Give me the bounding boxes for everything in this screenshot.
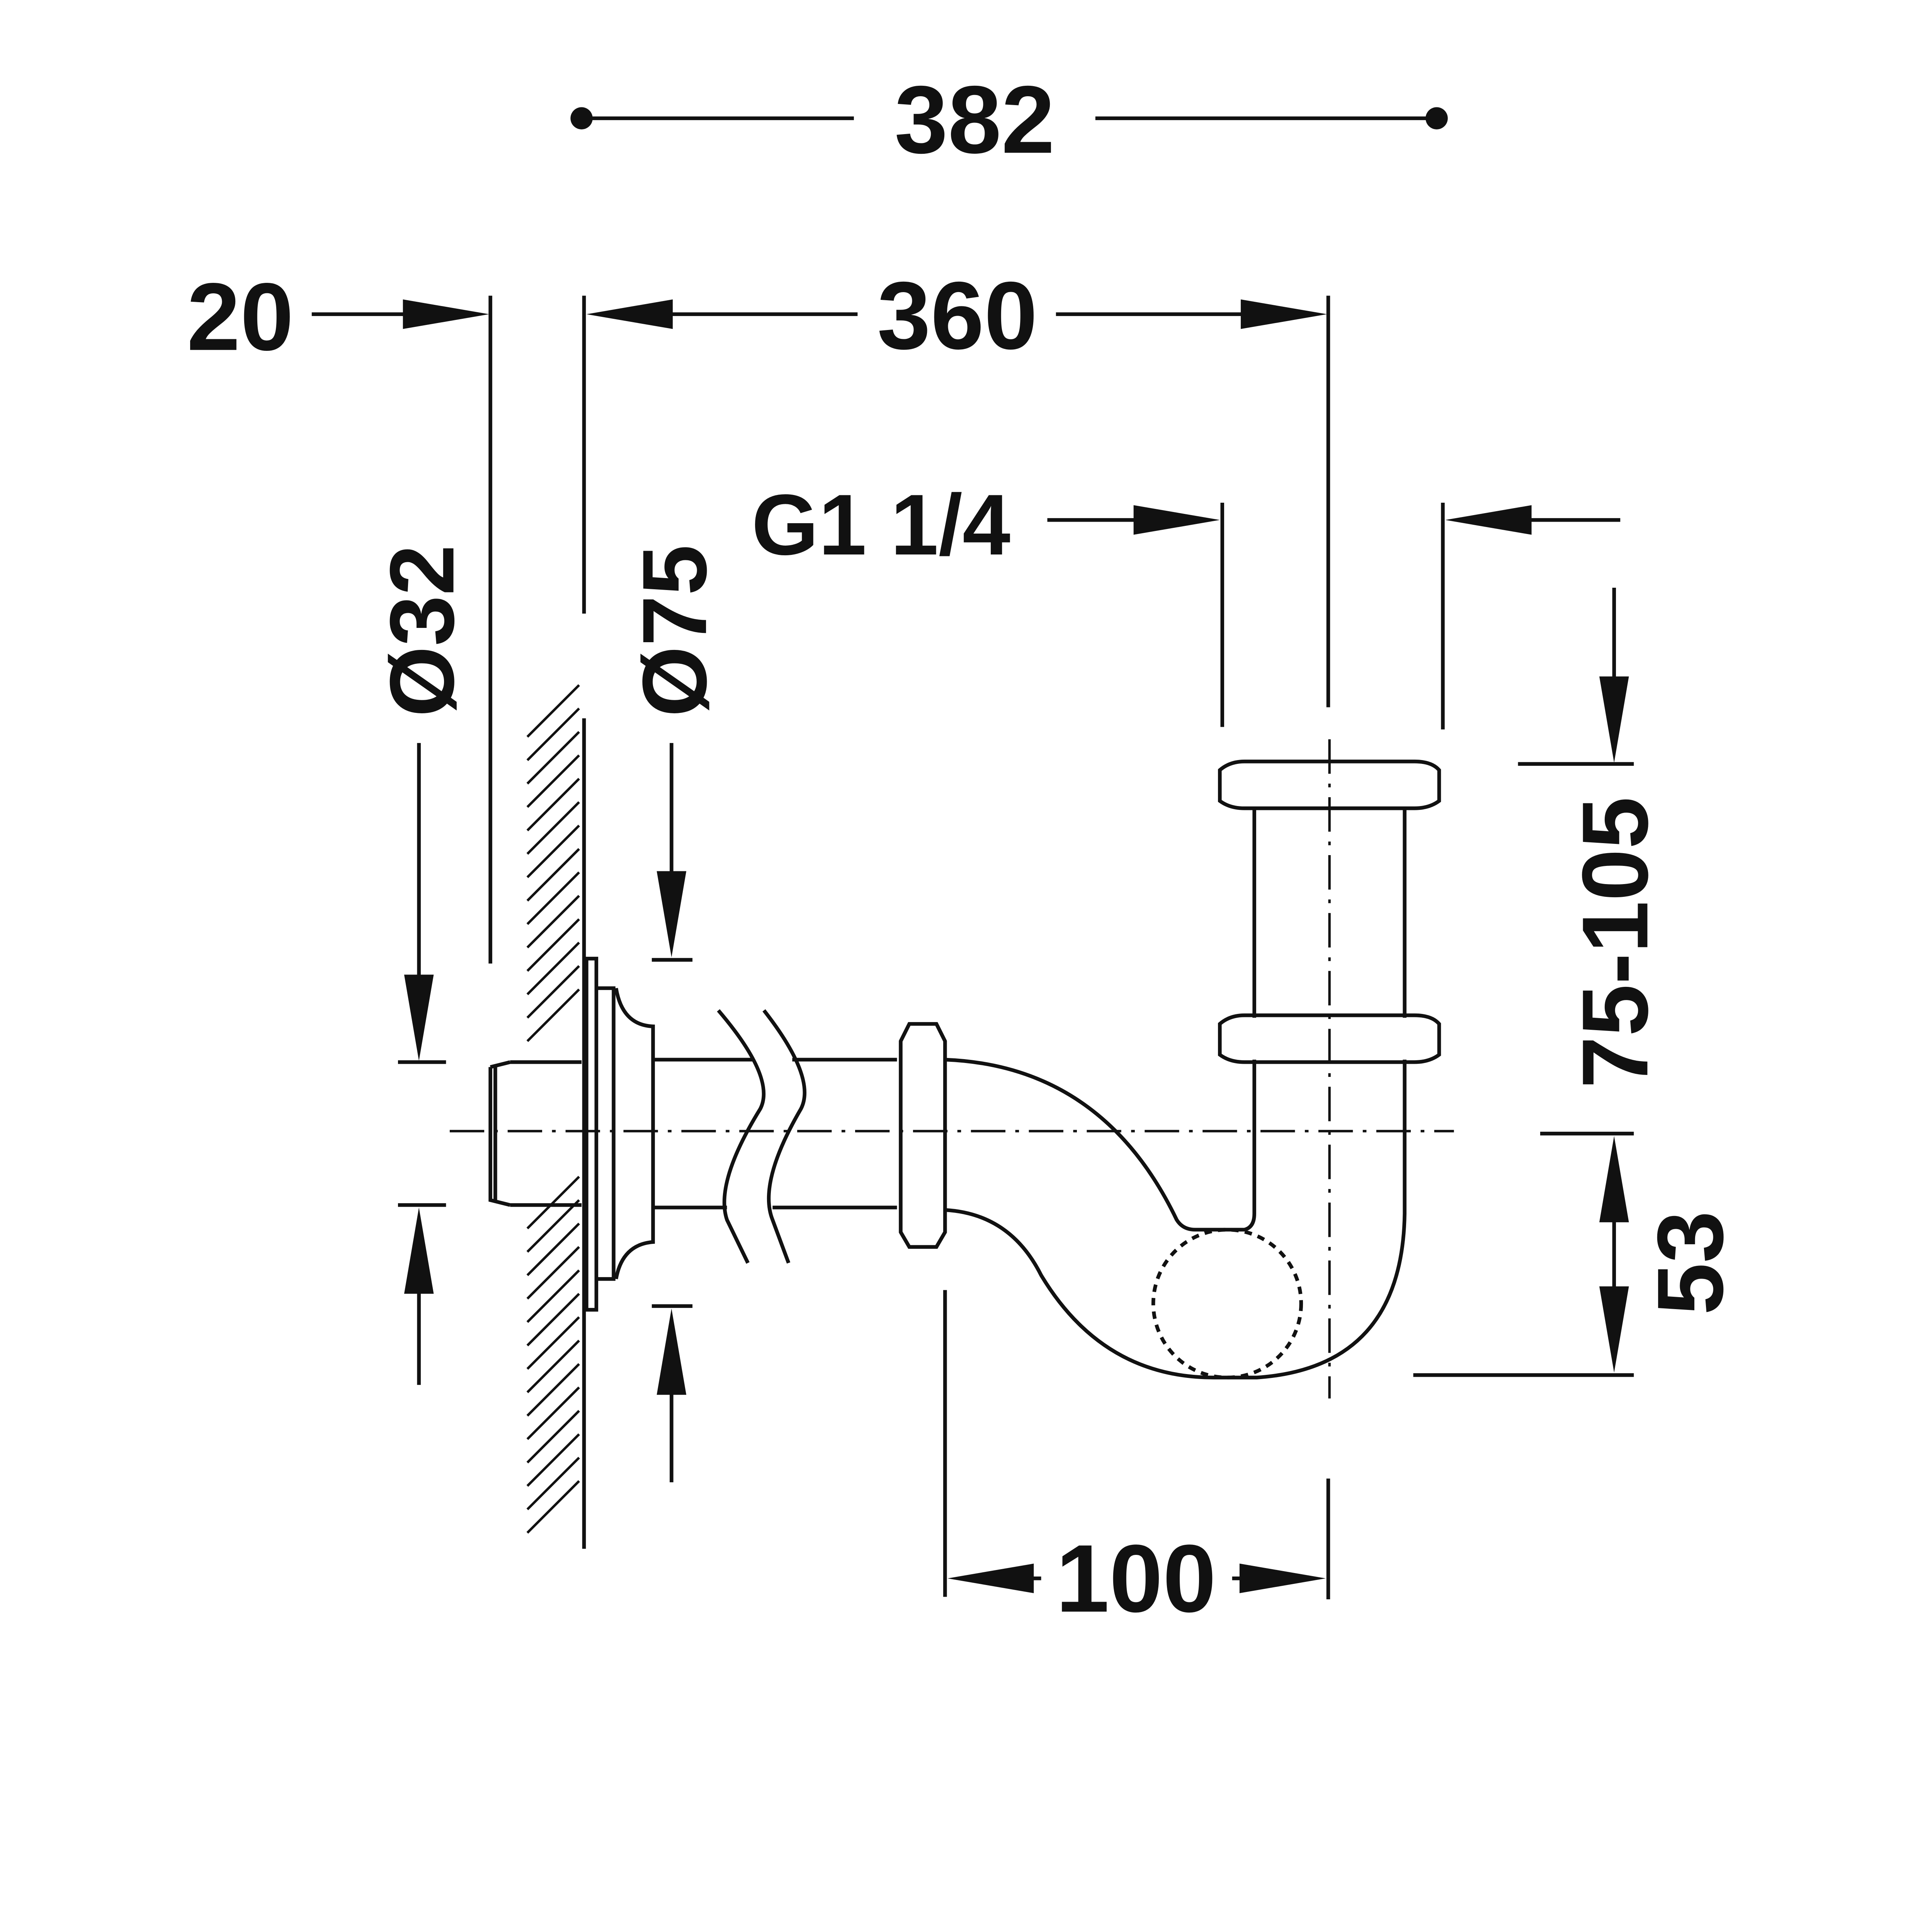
hatch-line [526,778,580,832]
dim-d75: Ø75 [624,545,726,1483]
wall-hatch [526,684,586,1549]
hatch-line [526,1340,580,1393]
hatch-line [526,1269,580,1323]
hatch-line [526,942,580,995]
hatch-line [526,1223,580,1276]
hatch-line [526,825,580,878]
hatch-line [526,707,580,761]
hatch-line [526,1316,580,1370]
dim-20: 20 [187,263,492,964]
hatch-line [526,754,580,808]
thread-label: G1 1/4 [752,477,1010,573]
hatch-line [526,965,580,1019]
dim-360-label: 360 [877,262,1037,369]
hatch-line [526,918,580,972]
d32-label: Ø32 [371,545,473,717]
hatch-line [526,1480,580,1534]
dim-thread: G1 1/4 [752,477,1621,730]
hatch-line [526,731,580,785]
hatch-line [526,1410,580,1464]
hatch-line [526,1176,580,1230]
hatch-line [526,1433,580,1487]
hatch-line [526,1386,580,1440]
hatch-line [526,801,580,855]
hatch-line [526,895,580,949]
hatch-line [526,684,580,738]
trap-body [488,759,1441,1379]
hatch-line [526,848,580,902]
dim-382-label: 382 [895,66,1055,173]
dim-360: 360 [582,262,1330,707]
dim-382: 382 [570,66,1448,173]
hatch-line [526,1199,580,1253]
hatch-line [526,871,580,925]
hatch-line [526,1457,580,1510]
trap-width-label: 100 [1056,1525,1216,1632]
dim-75-105: 75-105 [1518,588,1667,1088]
bottom-offset-label: 53 [1638,1211,1743,1315]
dim-53: 53 [1413,1131,1743,1377]
d75-label: Ø75 [624,545,726,717]
hatch-line [526,1293,580,1347]
dim-d32: Ø32 [371,545,473,1385]
hatch-line [526,988,580,1042]
hatch-line [526,1363,580,1417]
dim-20-label: 20 [187,263,294,371]
dim-100: 100 [943,1290,1330,1632]
hatch-line [526,1246,580,1300]
height-range-label: 75-105 [1563,797,1667,1088]
